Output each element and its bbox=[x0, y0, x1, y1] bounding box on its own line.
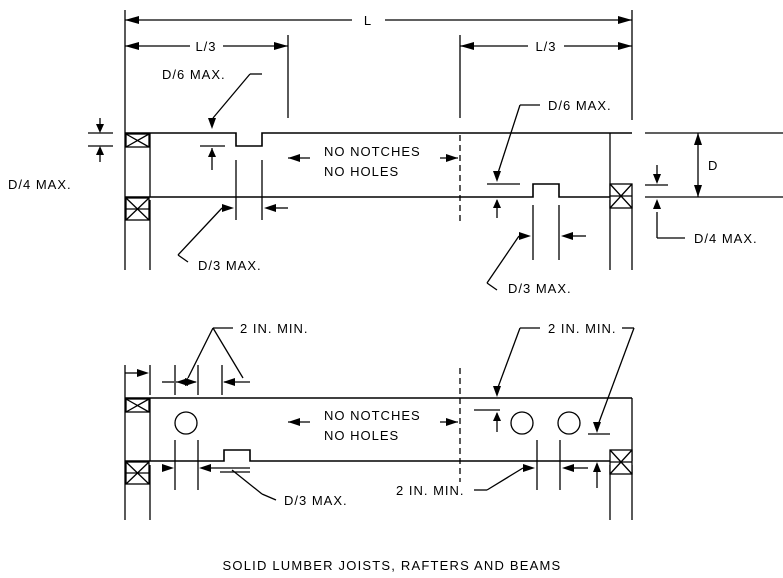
arrow-left-icon bbox=[288, 154, 300, 162]
depth-label: D bbox=[708, 158, 718, 173]
beam-top-edge bbox=[125, 132, 632, 147]
no-notches-bottom: NO NOTCHES bbox=[324, 408, 421, 423]
arrow-up-icon bbox=[96, 146, 104, 155]
arrow-right-icon bbox=[137, 369, 149, 377]
arrow-right-icon bbox=[162, 464, 174, 472]
hole-notch-bottom-left-label: D/3 MAX. bbox=[284, 493, 348, 508]
beam-bottom-edge bbox=[125, 449, 632, 462]
arrow-down-icon bbox=[208, 118, 216, 129]
arrow-down-icon bbox=[653, 174, 661, 184]
no-notches-top: NO NOTCHES bbox=[324, 144, 421, 159]
figure-caption: SOLID LUMBER JOISTS, RAFTERS AND BEAMS bbox=[223, 558, 562, 573]
span-label: L bbox=[364, 13, 372, 28]
beam-bottom-edge bbox=[150, 183, 610, 198]
arrow-up-icon bbox=[493, 412, 501, 421]
min-bottom-center-label: 2 IN. MIN. bbox=[396, 483, 465, 498]
bearing-block bbox=[125, 461, 150, 485]
arrow-right-icon bbox=[446, 154, 458, 162]
hole-circle bbox=[510, 411, 534, 435]
min-edge-left-label: 2 IN. MIN. bbox=[240, 321, 309, 336]
arrow-right-icon bbox=[519, 232, 531, 240]
arrow-left-icon bbox=[199, 464, 211, 472]
hole-circle bbox=[174, 411, 198, 435]
arrow-right-icon bbox=[185, 378, 197, 386]
arrow-left-icon bbox=[125, 16, 139, 24]
bearing-block bbox=[609, 183, 633, 209]
bearing-block bbox=[125, 133, 150, 148]
min-edge-right-label: 2 IN. MIN. bbox=[548, 321, 617, 336]
bearing-block bbox=[609, 449, 633, 475]
no-holes-bottom: NO HOLES bbox=[324, 428, 399, 443]
bottom-notch-right-label: D/3 MAX. bbox=[508, 281, 572, 296]
notch-top-left-label: D/6 MAX. bbox=[162, 67, 226, 82]
arrow-right-icon bbox=[222, 204, 234, 212]
end-notch-left-label: D/4 MAX. bbox=[8, 177, 72, 192]
arrow-up-icon bbox=[653, 199, 661, 209]
arrow-down-icon bbox=[493, 171, 501, 182]
arrow-up-icon bbox=[593, 462, 601, 472]
arrow-right-icon bbox=[618, 42, 632, 50]
hole-circle bbox=[557, 411, 581, 435]
arrow-right-icon bbox=[446, 418, 458, 426]
arrow-left-icon bbox=[561, 232, 573, 240]
arrow-up-icon bbox=[694, 133, 702, 145]
arrow-down-icon bbox=[96, 124, 104, 133]
no-holes-top: NO HOLES bbox=[324, 164, 399, 179]
bearing-block bbox=[125, 398, 150, 413]
third-left-label: L/3 bbox=[195, 39, 216, 54]
bottom-notch-left-label: D/3 MAX. bbox=[198, 258, 262, 273]
notch-top-right-label: D/6 MAX. bbox=[548, 98, 612, 113]
arrow-left-icon bbox=[264, 204, 276, 212]
arrow-left-icon bbox=[223, 378, 235, 386]
third-right-label: L/3 bbox=[535, 39, 556, 54]
bottom-beam-diagram: 2 IN. MIN. NO NOTCHES NO HOLES 2 IN. MIN… bbox=[124, 321, 635, 520]
arrow-right-icon bbox=[523, 464, 535, 472]
arrow-left-icon bbox=[562, 464, 574, 472]
top-beam-diagram: L L/3 L/3 bbox=[8, 10, 783, 296]
bearing-block bbox=[125, 197, 150, 221]
arrow-left-icon bbox=[125, 42, 139, 50]
arrow-down-icon bbox=[493, 386, 501, 397]
arrow-right-icon bbox=[274, 42, 288, 50]
arrow-up-icon bbox=[493, 199, 501, 208]
arrow-left-icon bbox=[288, 418, 300, 426]
arrow-right-icon bbox=[618, 16, 632, 24]
end-notch-right-label: D/4 MAX. bbox=[694, 231, 758, 246]
arrow-up-icon bbox=[208, 148, 216, 157]
arrow-left-icon bbox=[460, 42, 474, 50]
arrow-down-icon bbox=[694, 185, 702, 197]
arrow-down-icon bbox=[593, 422, 601, 433]
